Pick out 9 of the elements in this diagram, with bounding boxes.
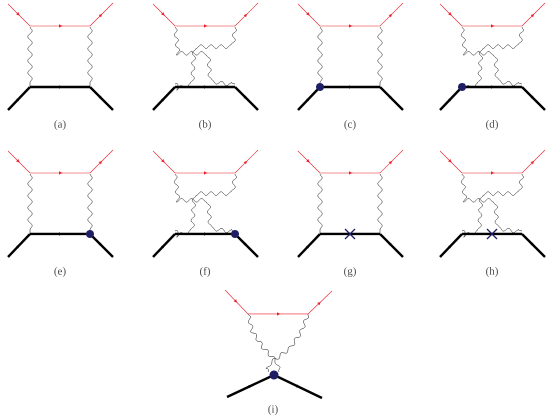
panel-label: (b) — [199, 120, 211, 130]
panel-label: (h) — [486, 267, 498, 277]
panel-label: (c) — [344, 120, 356, 130]
panel-label: (i) — [268, 405, 278, 415]
panel-label: (a) — [54, 120, 66, 130]
panel-label: (d) — [486, 120, 498, 130]
panel-label: (f) — [200, 266, 210, 278]
panel-label: (e) — [54, 267, 66, 277]
panel-label: (g) — [344, 267, 356, 277]
